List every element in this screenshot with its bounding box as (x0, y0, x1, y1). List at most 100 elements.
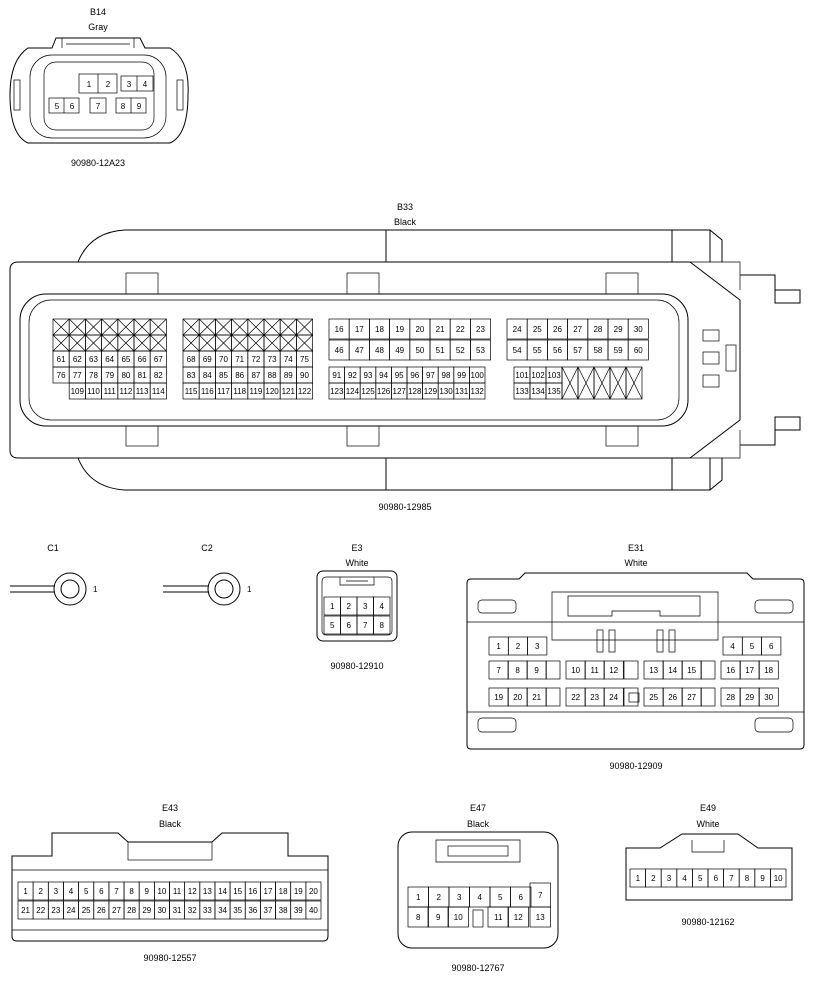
e31-empty-cell (545, 687, 561, 707)
b14-color: Gray (88, 22, 108, 32)
e43-pin: 5 (84, 887, 89, 896)
e43-pin: 4 (69, 887, 74, 896)
e43-pin: 17 (264, 887, 273, 896)
b33-pin: 18 (375, 325, 384, 334)
b33-pin: 30 (634, 325, 643, 334)
e43-pin: 9 (145, 887, 150, 896)
b33-pin-cell (627, 339, 649, 361)
b33-blocked-mark (198, 334, 216, 352)
b33-pin: 103 (547, 371, 561, 380)
e47-key (472, 909, 484, 928)
e31-pin: 15 (687, 666, 696, 675)
b33-id: B33 (397, 202, 413, 212)
b33-blocked-mark (52, 334, 70, 352)
b33-blocked-mark (133, 318, 151, 336)
b33-pin: 128 (408, 387, 422, 396)
b33-blocked-mark (561, 366, 579, 400)
b33-pin: 26 (553, 325, 562, 334)
b33-blocked-mark (198, 318, 216, 336)
b33-pin: 84 (203, 371, 212, 380)
e43-id: E43 (162, 803, 178, 813)
b33-blocked-mark (101, 334, 119, 352)
b33-pin: 134 (531, 387, 545, 396)
b33-blocked-mark (85, 334, 102, 352)
b33-pin: 20 (415, 325, 424, 334)
e31-color: White (624, 558, 647, 568)
e31-pin: 22 (571, 693, 580, 702)
e31-pin-cell (603, 660, 624, 680)
b33-blocked-mark (625, 366, 643, 400)
b33-pin: 97 (426, 371, 435, 380)
e43-pin: 8 (129, 887, 134, 896)
b33-blocked-mark (149, 334, 167, 352)
b33-blocked-mark (182, 318, 200, 336)
b33-pin: 47 (355, 346, 364, 355)
b33-pin: 78 (89, 371, 98, 380)
b33-pin: 90 (300, 371, 309, 380)
e3-color: White (345, 558, 368, 568)
b33-pin: 66 (138, 355, 147, 364)
e43-pin: 15 (233, 887, 242, 896)
b33-blocked-mark (149, 318, 167, 336)
b33-pin: 102 (531, 371, 545, 380)
e49-color: White (696, 819, 719, 829)
e49-pin: 2 (651, 874, 656, 883)
b33-pin: 95 (395, 371, 404, 380)
b33-pin: 17 (355, 325, 364, 334)
b14-pin: 2 (106, 80, 111, 89)
b33-blocked-mark (609, 366, 627, 400)
e43-pin: 18 (279, 887, 288, 896)
e47-pin: 3 (457, 893, 462, 902)
e43-pin: 13 (203, 887, 212, 896)
b33-blocked-mark (68, 334, 86, 352)
b33-blocked-mark (231, 334, 249, 352)
b33-pin: 121 (282, 387, 296, 396)
b33-blocked-mark (68, 318, 86, 336)
e43-pin: 23 (51, 906, 60, 915)
b33-pin: 113 (136, 387, 149, 396)
b33-pin: 46 (335, 346, 344, 355)
e43-pin: 29 (142, 906, 151, 915)
e43-pin: 11 (173, 887, 182, 896)
b33-pin: 79 (105, 371, 114, 380)
b33-pin: 109 (71, 387, 85, 396)
b14-pin: 7 (96, 102, 101, 111)
e43-pin: 25 (82, 906, 91, 915)
e3-part-number: 90980-12910 (330, 661, 383, 671)
e49-pin: 5 (698, 874, 703, 883)
e49-pin: 7 (729, 874, 734, 883)
e31-pin: 13 (649, 666, 658, 675)
b33-blocked-mark (593, 366, 611, 400)
b33-pin: 98 (442, 371, 451, 380)
b33-pin: 82 (154, 371, 163, 380)
e43-pin: 1 (23, 887, 28, 896)
b33-pin: 122 (298, 387, 312, 396)
b33-blocked-mark (117, 334, 135, 352)
e31-pin: 9 (534, 666, 539, 675)
e3-pin-cell (373, 596, 391, 616)
b33-pin-cell (296, 382, 313, 400)
e49-part-number: 90980-12162 (681, 917, 734, 927)
e49-pin-cell (770, 868, 787, 888)
e47-pin-cell (447, 906, 469, 928)
e3-pin-cell (373, 615, 391, 635)
e31-pin: 3 (535, 642, 540, 651)
b33-pin: 49 (395, 346, 404, 355)
e31-key (628, 692, 640, 703)
e31-pin: 25 (649, 693, 658, 702)
e3-pin: 4 (380, 602, 385, 611)
b33-blocked-mark (182, 334, 200, 352)
b33-pin: 86 (235, 371, 244, 380)
e43-pin: 32 (188, 906, 197, 915)
b33-pin: 54 (513, 346, 522, 355)
e43-pin: 20 (309, 887, 318, 896)
b33-pin: 64 (105, 355, 114, 364)
e47-pin: 11 (494, 913, 503, 922)
b33-blocked-mark (101, 318, 119, 336)
b33-pin: 116 (201, 387, 214, 396)
